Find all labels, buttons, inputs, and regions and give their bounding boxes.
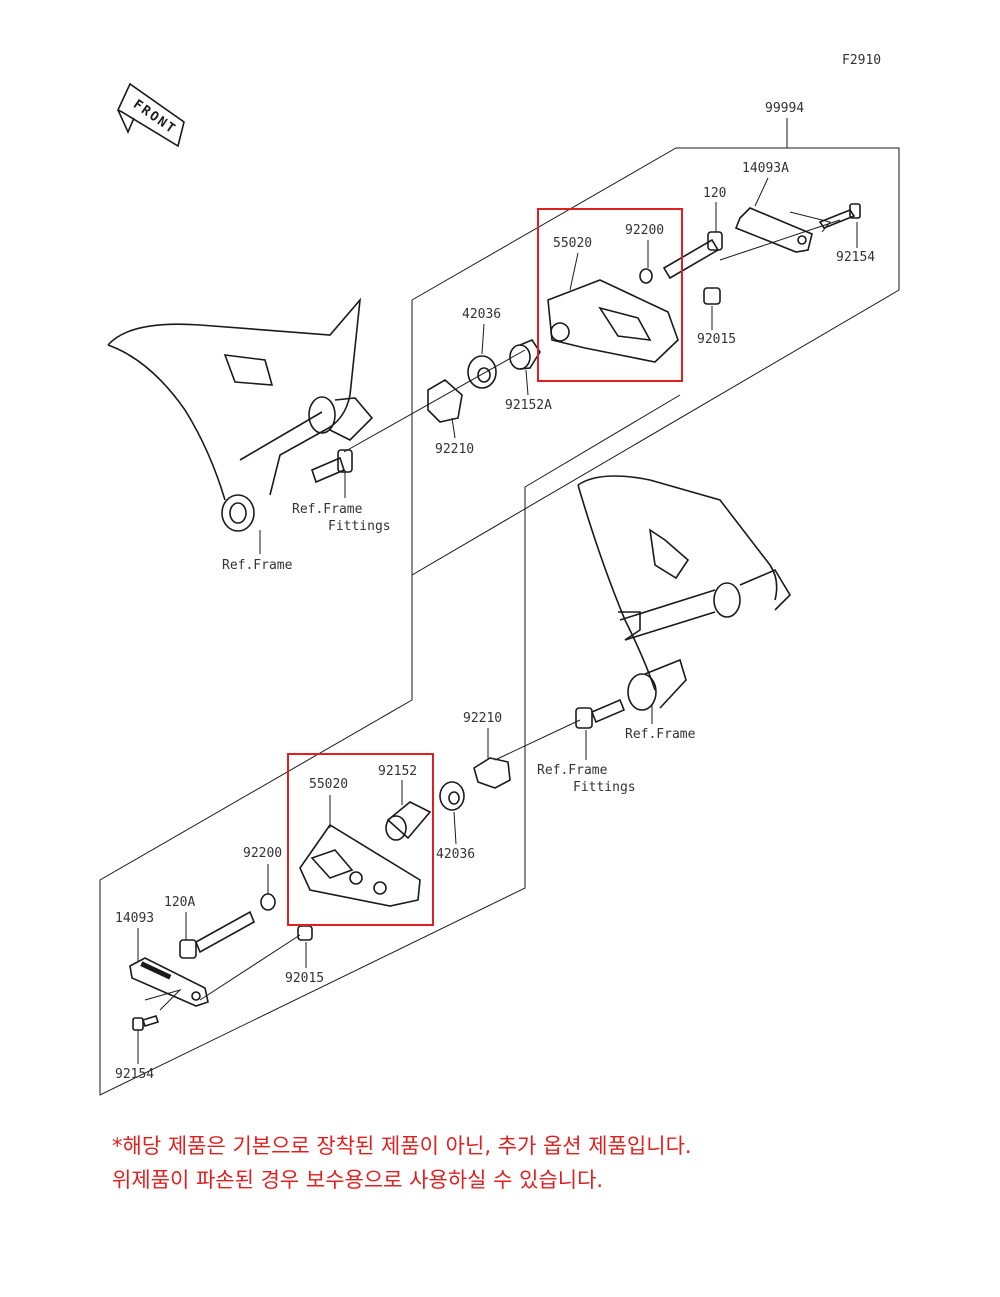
- lower-washer-92200: [260, 893, 276, 911]
- upper-spacer-42036: [467, 355, 497, 389]
- label-42036-lower: 42036: [436, 847, 475, 862]
- lower-cap-92210: [473, 757, 511, 789]
- label-92152: 92152: [378, 764, 417, 779]
- upper-bushing-92015: [703, 287, 721, 305]
- label-92152A: 92152A: [505, 398, 552, 413]
- lower-highlight-box: [287, 753, 434, 926]
- label-92200-upper: 92200: [625, 223, 664, 238]
- label-ref-frame-upper: Ref.Frame: [222, 558, 293, 573]
- lower-fittings-bolt: [575, 698, 626, 729]
- upper-highlight-box: [537, 208, 683, 382]
- upper-frame-drawing: [107, 297, 374, 532]
- upper-slider-55020: [547, 279, 679, 363]
- label-55020-lower: 55020: [309, 777, 348, 792]
- label-ref-fittings-lower-2: Fittings: [573, 780, 636, 795]
- lower-spacer-42036: [439, 781, 465, 811]
- label-92210-upper: 92210: [435, 442, 474, 457]
- label-ref-fittings-upper-1: Ref.Frame: [292, 502, 363, 517]
- label-120A: 120A: [164, 895, 195, 910]
- label-92154-upper: 92154: [836, 250, 875, 265]
- label-14093A: 14093A: [742, 161, 789, 176]
- label-92200-lower: 92200: [243, 846, 282, 861]
- label-92210-lower: 92210: [463, 711, 502, 726]
- diagram-code: F2910: [842, 53, 881, 68]
- lower-bolt-120A: [179, 910, 256, 959]
- label-92015-lower: 92015: [285, 971, 324, 986]
- lower-collar-92152: [385, 801, 432, 841]
- lower-bracket-14093: [129, 957, 209, 1011]
- upper-fittings-bolt: [311, 449, 353, 484]
- notice-line-2: 위제품이 파손된 경우 보수용으로 사용하실 수 있습니다.: [112, 1168, 604, 1192]
- label-14093: 14093: [115, 911, 154, 926]
- label-ref-fittings-lower-1: Ref.Frame: [537, 763, 608, 778]
- lower-assembly-outline: [99, 394, 681, 1096]
- label-42036-upper: 42036: [462, 307, 501, 322]
- upper-cap-92210: [427, 379, 463, 423]
- upper-washer-92200: [639, 268, 653, 284]
- label-ref-fittings-upper-2: Fittings: [328, 519, 391, 534]
- label-55020-upper: 55020: [553, 236, 592, 251]
- upper-collar-92152A: [509, 339, 541, 370]
- label-120: 120: [703, 186, 726, 201]
- lower-bushing-92015: [297, 925, 313, 941]
- notice-line-1: *해당 제품은 기본으로 장착된 제품이 아닌, 추가 옵션 제품입니다.: [112, 1134, 692, 1158]
- upper-assembly-outline: [411, 118, 900, 576]
- label-92015-upper: 92015: [697, 332, 736, 347]
- upper-bracket-14093A: [734, 207, 831, 253]
- upper-bolt-120: [662, 231, 723, 280]
- label-92154-lower: 92154: [115, 1067, 154, 1082]
- label-ref-frame-lower: Ref.Frame: [625, 727, 696, 742]
- lower-frame-drawing: [577, 475, 792, 711]
- label-99994: 99994: [765, 101, 804, 116]
- lower-screw-92154: [132, 1015, 160, 1031]
- front-arrow-icon: FRONT: [116, 82, 185, 148]
